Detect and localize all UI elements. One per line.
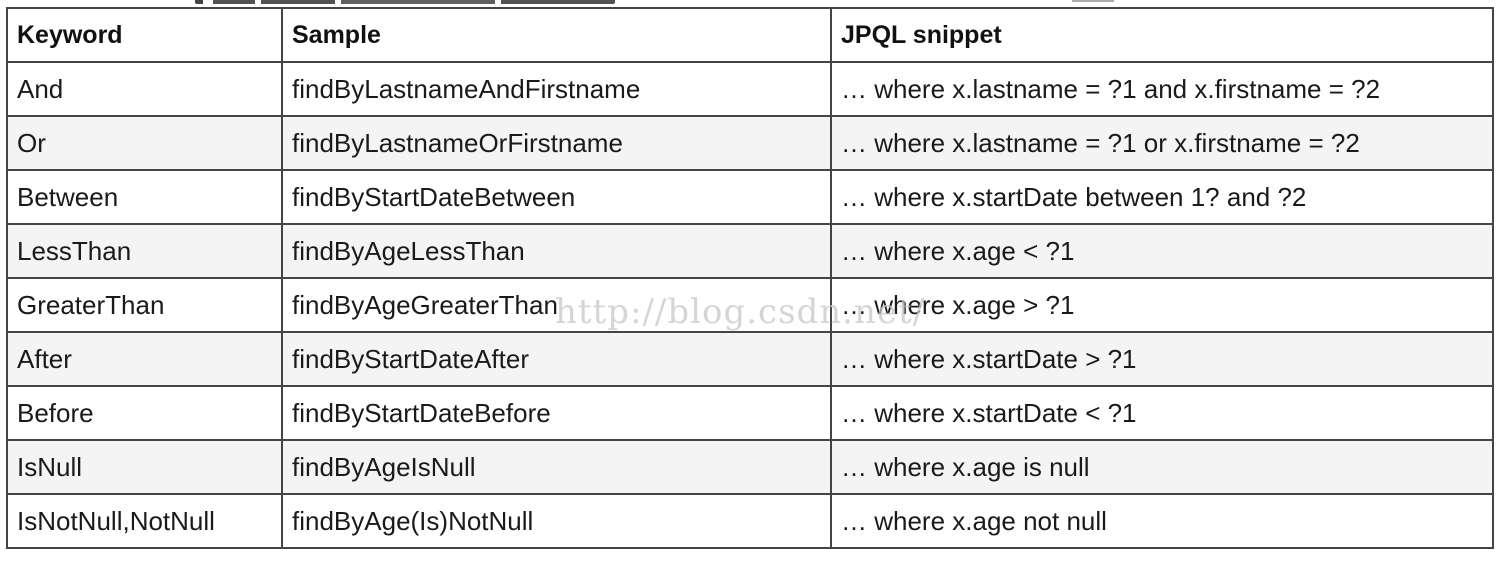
cropped-mark-fragment [1072,0,1114,2]
cell-sample: findByStartDateBetween [281,169,832,225]
cell-keyword: Between [6,169,283,225]
cell-jpql: … where x.startDate < ?1 [830,385,1494,441]
table-row: Between findByStartDateBetween … where x… [6,169,1494,225]
cell-jpql: … where x.startDate > ?1 [830,331,1494,387]
cell-sample: findByAge(Is)NotNull [281,493,832,549]
header-keyword: Keyword [6,7,283,63]
table-header-row: Keyword Sample JPQL snippet [6,7,1494,63]
cell-sample: findByAgeLessThan [281,223,832,279]
query-keywords-table: Keyword Sample JPQL snippet And findByLa… [6,7,1494,549]
cell-keyword: Before [6,385,283,441]
table-row: Before findByStartDateBefore … where x.s… [6,385,1494,441]
table-row: After findByStartDateAfter … where x.sta… [6,331,1494,387]
header-jpql-snippet: JPQL snippet [830,7,1494,63]
cell-keyword: GreaterThan [6,277,283,333]
cell-sample: findByAgeIsNull [281,439,832,495]
table-row: And findByLastnameAndFirstname … where x… [6,61,1494,117]
cell-keyword: IsNull [6,439,283,495]
cell-keyword: And [6,61,283,117]
cropped-header-remnant [0,0,1498,8]
cell-sample: findByStartDateAfter [281,331,832,387]
cell-sample: findByAgeGreaterThan [281,277,832,333]
cell-keyword: IsNotNull,NotNull [6,493,283,549]
cell-keyword: After [6,331,283,387]
cell-sample: findByLastnameAndFirstname [281,61,832,117]
table-row: LessThan findByAgeLessThan … where x.age… [6,223,1494,279]
cell-keyword: Or [6,115,283,171]
query-keywords-table-container: Keyword Sample JPQL snippet And findByLa… [6,7,1494,573]
table-row: GreaterThan findByAgeGreaterThan … where… [6,277,1494,333]
cell-jpql: … where x.age is null [830,439,1494,495]
table-row: IsNull findByAgeIsNull … where x.age is … [6,439,1494,495]
header-sample: Sample [281,7,832,63]
cell-sample: findByLastnameOrFirstname [281,115,832,171]
cell-jpql: … where x.lastname = ?1 or x.firstname =… [830,115,1494,171]
cropped-text-fragment [195,0,615,4]
cell-jpql: … where x.age > ?1 [830,277,1494,333]
cell-jpql: … where x.age < ?1 [830,223,1494,279]
cell-sample: findByStartDateBefore [281,385,832,441]
cell-jpql: … where x.startDate between 1? and ?2 [830,169,1494,225]
cell-jpql: … where x.age not null [830,493,1494,549]
cell-jpql: … where x.lastname = ?1 and x.firstname … [830,61,1494,117]
cell-keyword: LessThan [6,223,283,279]
table-row: IsNotNull,NotNull findByAge(Is)NotNull …… [6,493,1494,549]
table-row: Or findByLastnameOrFirstname … where x.l… [6,115,1494,171]
